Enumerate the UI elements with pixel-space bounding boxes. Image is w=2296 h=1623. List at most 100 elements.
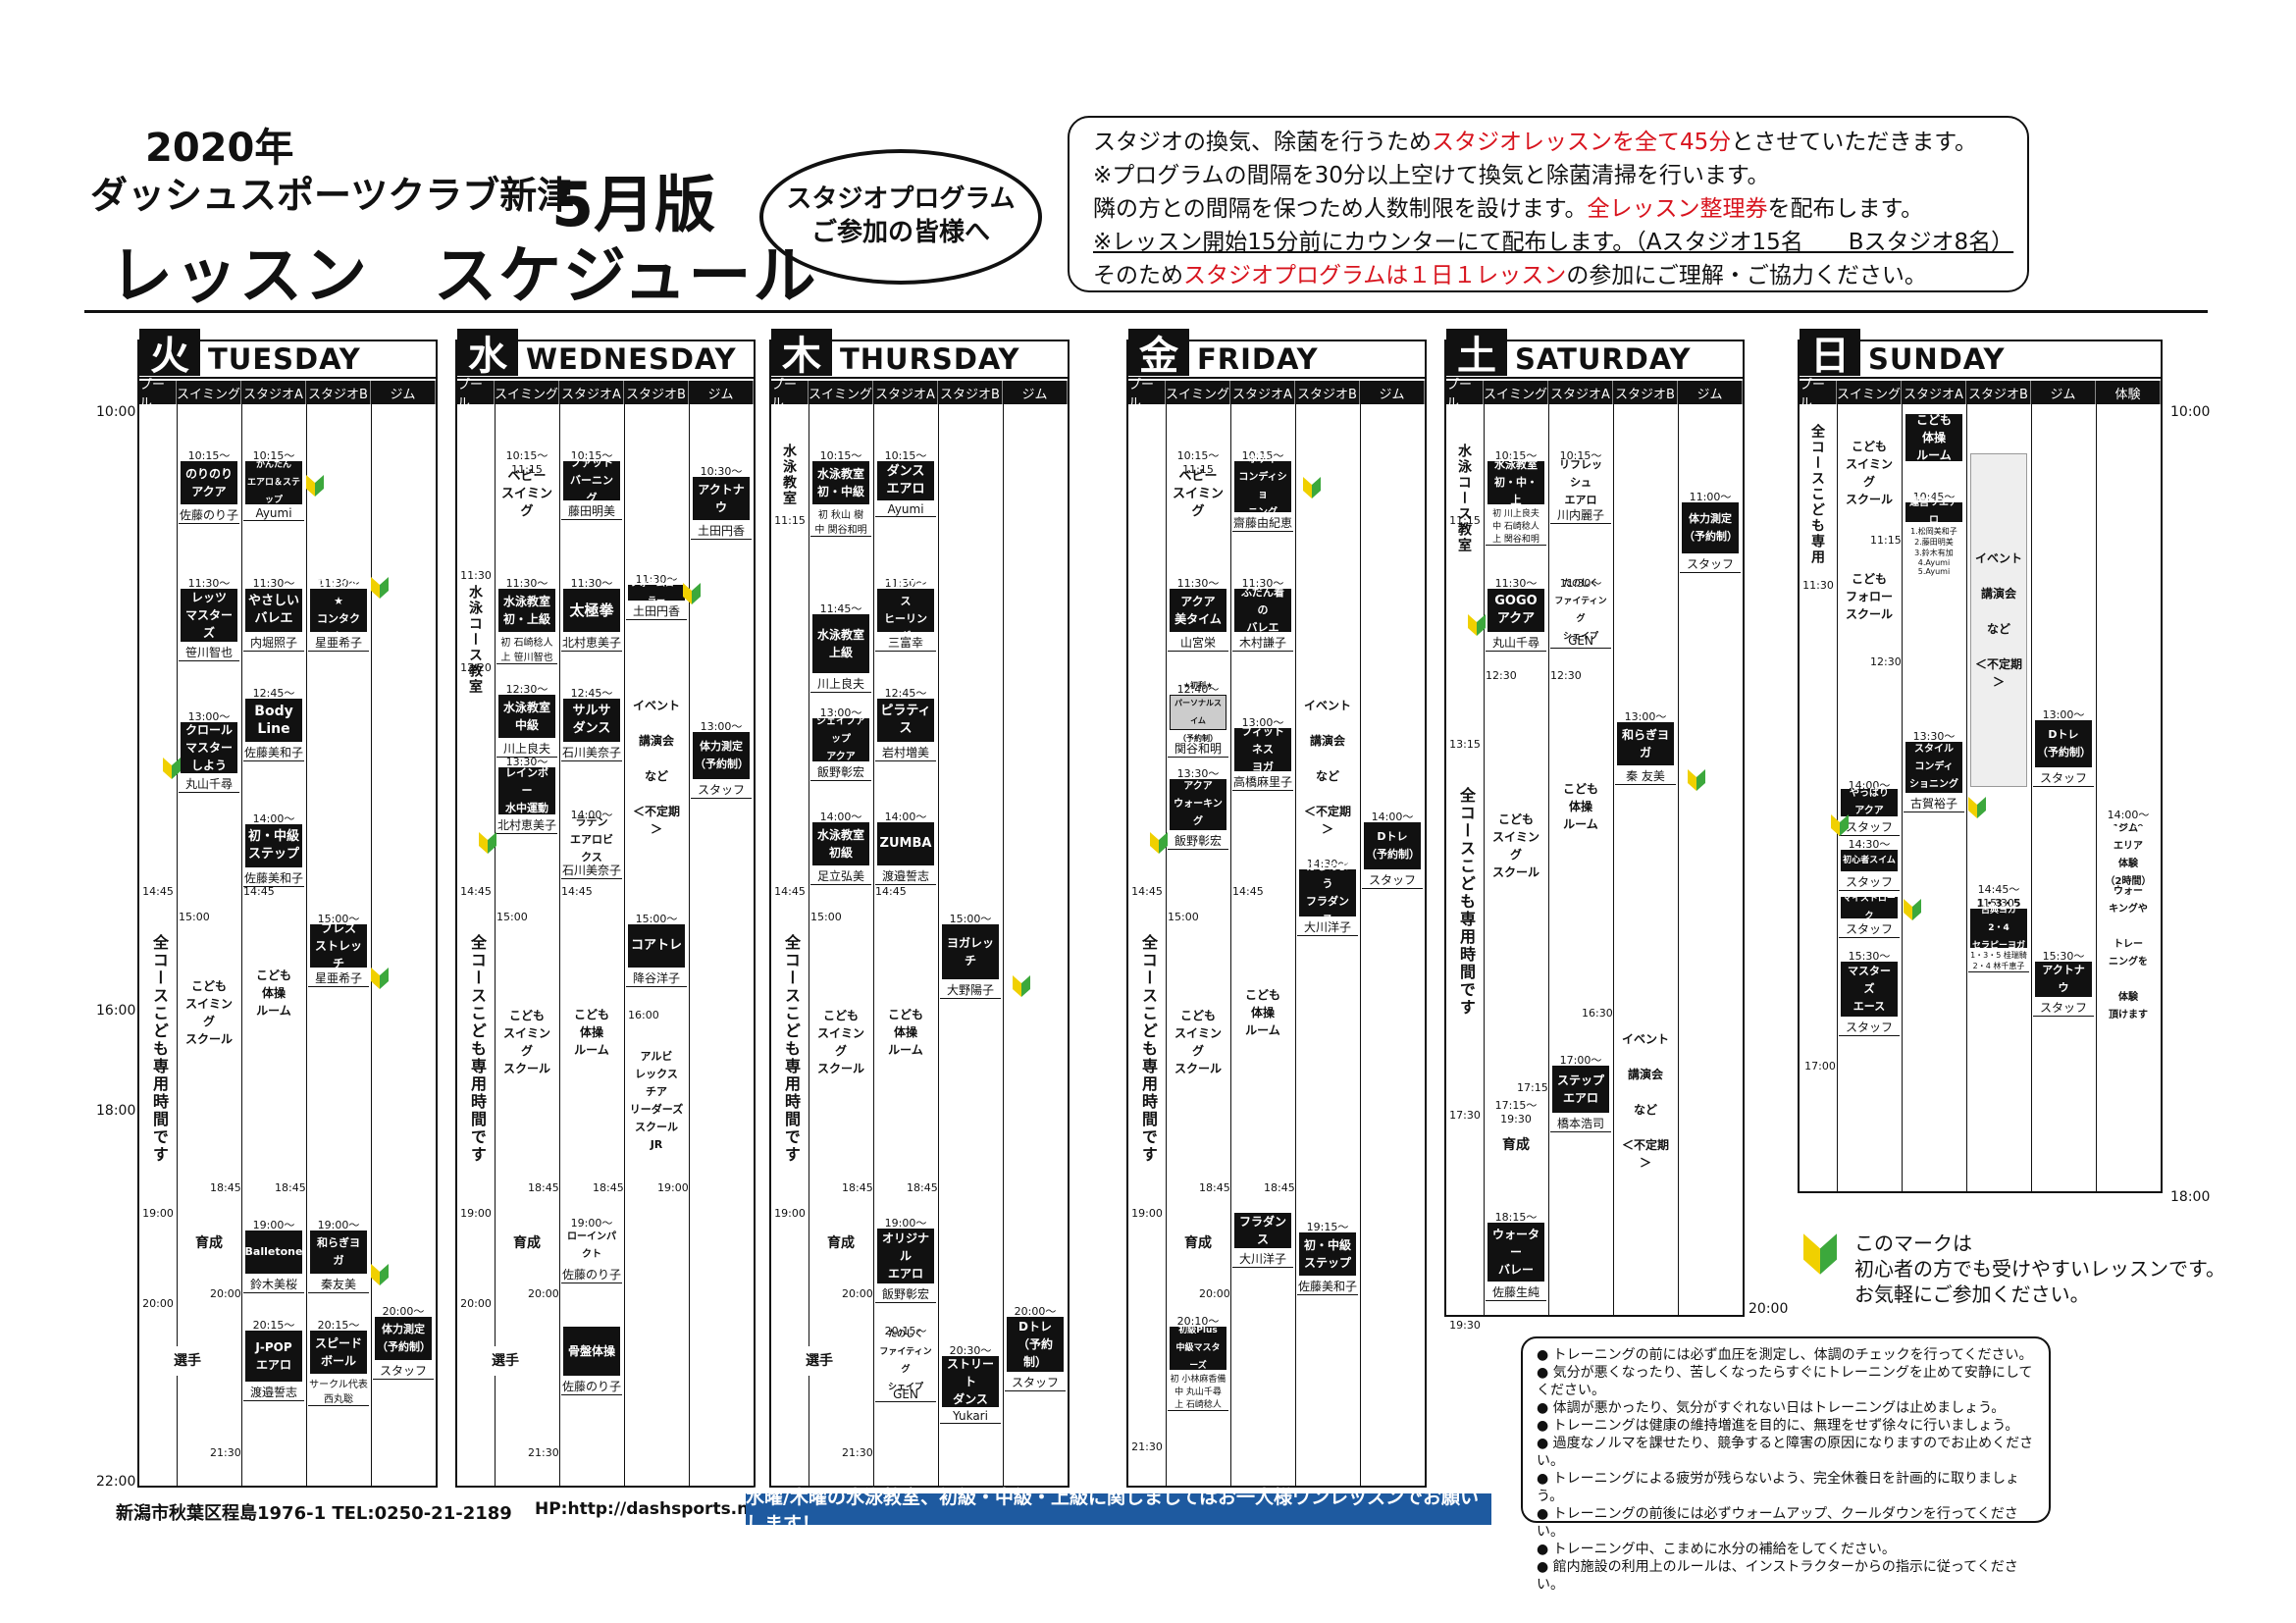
footer-homepage[interactable]: HP:http://dashsports.net: [535, 1499, 768, 1519]
lesson[interactable]: 初心者スイム: [1841, 850, 1898, 871]
lesson[interactable]: 水泳教室 初・中級: [812, 461, 869, 504]
lesson[interactable]: たのしく ファイティング シェイプ: [877, 1330, 934, 1392]
lesson[interactable]: 体力測定 （予約制）: [375, 1317, 432, 1360]
lesson[interactable]: スピード ボール: [310, 1331, 367, 1374]
lesson[interactable]: ベルヴィス ヒーリング: [877, 577, 934, 643]
time: 20:00: [460, 1297, 492, 1310]
lesson[interactable]: 体力測定 （予約制）: [693, 732, 750, 779]
lesson[interactable]: 水泳教室 初・上級: [498, 589, 555, 632]
lesson[interactable]: Body Line: [245, 699, 302, 742]
lesson[interactable]: アクア ウォーキング: [1170, 779, 1226, 830]
lesson[interactable]: 太極拳: [563, 589, 620, 632]
lesson[interactable]: レッツ マスターズ: [181, 589, 237, 642]
lesson[interactable]: ベビー スイミング: [498, 469, 555, 519]
lesson[interactable]: ローインパクト: [563, 1229, 620, 1264]
lesson[interactable]: フラダンス: [1234, 1213, 1291, 1248]
lesson[interactable]: ダンス エアロ: [877, 461, 934, 500]
lesson[interactable]: 育成: [181, 1229, 237, 1258]
lesson[interactable]: こども スイミング スクール: [1170, 1003, 1226, 1081]
lesson[interactable]: マイストローク: [1841, 894, 1898, 921]
time: 19:00: [774, 1207, 806, 1220]
lesson[interactable]: アルビ レックス チア リーダーズ スクール JR: [626, 1042, 687, 1160]
lesson[interactable]: こども 体操 ルーム: [1234, 973, 1291, 1052]
lesson[interactable]: Dトレ （予約制）: [1007, 1317, 1064, 1372]
lesson[interactable]: ベビー スイミング: [1170, 469, 1226, 519]
lesson[interactable]: 和らぎヨガ: [310, 1230, 367, 1274]
instructor: 三富幸: [875, 634, 936, 652]
lesson[interactable]: アクア 美タイム: [1170, 589, 1226, 632]
lesson[interactable]: ジム エリア 体験 （2時間）: [2100, 823, 2157, 887]
lesson[interactable]: スタイル ★ コンタクト: [310, 577, 367, 643]
lesson[interactable]: 体力測定 （予約制）: [1682, 502, 1739, 553]
lesson[interactable]: はじめよう フラダンス: [1299, 860, 1356, 925]
lesson[interactable]: アクトナウ: [693, 477, 750, 520]
instructor: スタッフ: [373, 1362, 434, 1380]
lesson[interactable]: マスターズ エース: [1841, 962, 1898, 1017]
lesson[interactable]: レインボー 水中運動: [498, 766, 555, 814]
lesson[interactable]: 和らぎヨガ: [1617, 722, 1674, 765]
lesson[interactable]: たのしく ファイティング シェイプ: [1552, 579, 1609, 642]
lesson[interactable]: 骨盤体操: [563, 1327, 620, 1376]
lesson[interactable]: こども スイミング スクール: [498, 1003, 555, 1081]
lesson[interactable]: やっぱり アクア: [1841, 788, 1898, 816]
lesson[interactable]: こども スイミング スクール: [1487, 807, 1544, 885]
lesson[interactable]: サルサ ダンス: [563, 699, 620, 742]
lesson[interactable]: 育成: [1487, 1130, 1544, 1160]
lesson[interactable]: 育成: [498, 1229, 555, 1258]
lesson[interactable]: シェイプアップ アクア: [812, 716, 869, 762]
lesson[interactable]: ヨガレッチ: [942, 924, 999, 979]
lesson[interactable]: ZUMBA: [877, 822, 934, 865]
lesson[interactable]: 水泳教室 上級: [812, 614, 869, 673]
lesson[interactable]: 初級Plus 中級マスターズ: [1170, 1326, 1226, 1371]
lesson[interactable]: オリジナル エアロ: [877, 1229, 934, 1283]
lesson[interactable]: ボディ コンディショ ニング: [1234, 454, 1291, 518]
lesson[interactable]: こども 体操 ルーム: [877, 993, 934, 1072]
lesson[interactable]: ★初利★ パーソナルスイム （予約制）: [1170, 681, 1226, 743]
lesson[interactable]: 初・中級 ステップ: [1299, 1232, 1356, 1276]
lesson[interactable]: かんたん エアロ＆ステップ: [245, 460, 302, 505]
lesson[interactable]: クロール マスター しよう: [181, 722, 237, 773]
lesson[interactable]: 運営リエアロ: [1905, 497, 1962, 526]
lesson[interactable]: GOGO アクア: [1487, 589, 1544, 632]
lesson[interactable]: 選手: [477, 1346, 534, 1376]
lesson[interactable]: 選手: [791, 1346, 848, 1376]
lesson[interactable]: 初・中級 ステップ: [245, 824, 302, 867]
lesson[interactable]: ウォーター バレー: [1487, 1223, 1544, 1282]
lesson[interactable]: こども 体操 ルーム: [1552, 767, 1609, 846]
instructor: 初 川上良夫 中 石崎稔人 上 関谷和明: [1486, 506, 1546, 546]
lesson[interactable]: ふだん着の バレエ: [1234, 586, 1291, 634]
lesson[interactable]: 選手: [159, 1346, 216, 1376]
lesson[interactable]: Dトレ （予約制）: [2035, 720, 2092, 767]
lesson[interactable]: ピラティス: [877, 699, 934, 742]
lesson[interactable]: こども スイミング スクール: [181, 973, 237, 1052]
lesson[interactable]: こども スイミング スクール: [812, 1003, 869, 1081]
lesson[interactable]: ステップ エアロ: [1552, 1066, 1609, 1113]
lesson[interactable]: 育成: [812, 1229, 869, 1258]
lesson[interactable]: ストリート ダンス: [942, 1356, 999, 1407]
lesson[interactable]: ラテン エアロビクス: [563, 815, 620, 864]
lesson[interactable]: 育成: [1170, 1229, 1226, 1258]
lesson[interactable]: コアトレ: [628, 924, 685, 968]
lesson[interactable]: スタイル コンディ ショニング: [1905, 742, 1962, 793]
lesson[interactable]: 水泳教室 初・中・上: [1487, 458, 1544, 506]
lesson[interactable]: ファット バーニング: [563, 456, 620, 504]
lesson[interactable]: フォームローラー: [628, 579, 685, 606]
lesson[interactable]: リフレッシュ エアロ: [1552, 458, 1609, 506]
lesson[interactable]: やさしい バレエ: [245, 589, 302, 632]
lesson[interactable]: 古典ヨガ 2・4 セラピーヨガ: [1970, 906, 2027, 951]
lesson[interactable]: のりのり アクア: [181, 461, 237, 504]
lesson[interactable]: フィットネス ヨガ: [1234, 725, 1291, 773]
lesson[interactable]: こども 体操 ルーム: [1905, 413, 1962, 462]
lesson[interactable]: Dトレ （予約制）: [1364, 822, 1421, 869]
lesson[interactable]: 水泳教室 中級: [498, 695, 555, 738]
lesson[interactable]: ウォー キングや トレー ニングを 体験 頂けます: [2100, 886, 2157, 1021]
lesson[interactable]: 水泳教室 初級: [812, 822, 869, 865]
lesson[interactable]: こども フォロー スクール: [1841, 567, 1898, 626]
lesson[interactable]: こども 体操 ルーム: [245, 954, 302, 1032]
lesson[interactable]: ブレス ストレッチ: [310, 921, 367, 970]
lesson[interactable]: こども 体操 ルーム: [563, 993, 620, 1072]
lesson[interactable]: Balletone: [245, 1230, 302, 1274]
lesson[interactable]: こども スイミング スクール: [1841, 440, 1898, 506]
lesson[interactable]: アクトナウ: [2035, 962, 2092, 997]
lesson[interactable]: J-POP エアロ: [245, 1331, 302, 1382]
